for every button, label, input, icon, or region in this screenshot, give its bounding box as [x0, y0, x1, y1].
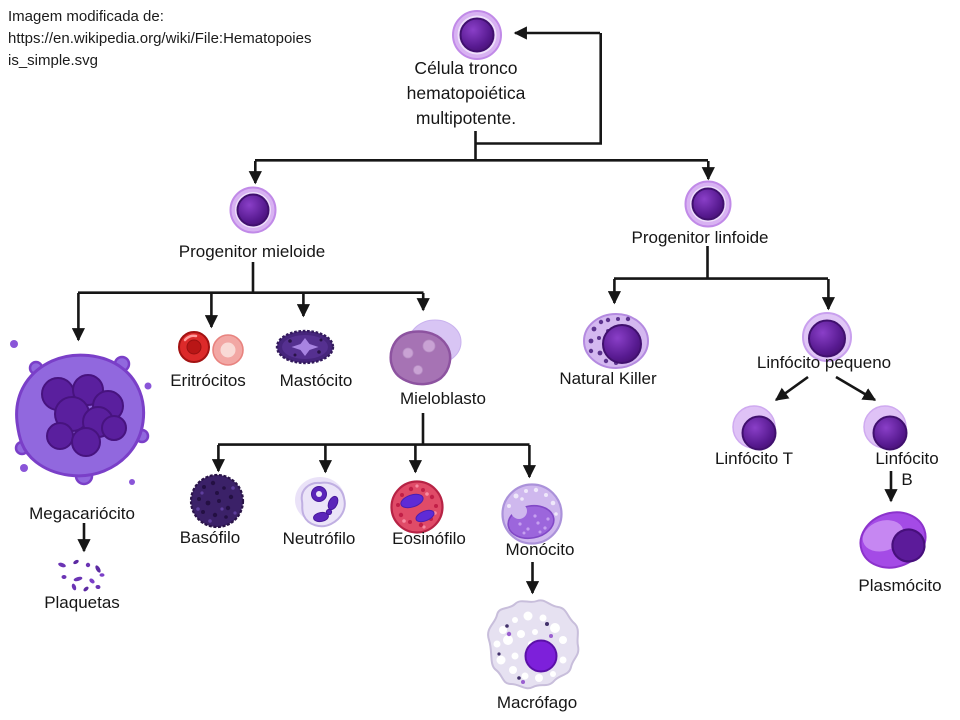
label-natural-killer: Natural Killer	[559, 369, 657, 388]
label-small-lymphocyte: Linfócito pequeno	[756, 353, 892, 372]
self-renewal-loop	[474, 33, 602, 161]
eosinophil-icon	[390, 480, 444, 534]
label-b-lymphocyte: Linfócito B	[875, 449, 939, 489]
myeloid-progenitor-icon	[229, 186, 277, 234]
connector-lines	[71, 26, 898, 595]
label-basophil: Basófilo	[179, 528, 241, 547]
stem-cell-icon	[452, 10, 502, 60]
myeloblast-branch-line	[218, 413, 530, 446]
mast-cell-icon	[275, 329, 335, 365]
megakaryocyte-icon	[10, 340, 152, 486]
erythrocytes-icon	[178, 331, 244, 366]
label-neutrophil: Neutrófilo	[282, 529, 356, 548]
label-mast-cell: Mastócito	[279, 371, 353, 390]
myeloblast-icon	[389, 319, 462, 386]
label-progenitor-lymphoid: Progenitor linfoide	[631, 228, 769, 247]
monocyte-icon	[501, 483, 563, 545]
label-erythrocytes: Eritrócitos	[170, 371, 246, 390]
label-macrophage: Macrófago	[496, 693, 578, 712]
label-platelets: Plaquetas	[44, 593, 120, 612]
macrophage-icon	[487, 599, 580, 690]
basophil-icon	[189, 473, 245, 529]
neutrophil-icon	[295, 477, 346, 528]
arrow-to-b-lymphocyte	[835, 375, 877, 402]
label-stem-cell: Célula tronco hematopoiética multipotent…	[406, 58, 526, 128]
lymphoid-branch-line	[614, 246, 828, 280]
t-lymphocyte-icon	[732, 405, 777, 451]
lymphoid-progenitor-icon	[684, 180, 732, 228]
label-eosinophil: Eosinófilo	[392, 529, 466, 548]
label-megakaryocyte: Megacariócito	[29, 504, 135, 523]
arrow-to-t-lymphocyte	[774, 375, 809, 402]
label-progenitor-myeloid: Progenitor mieloide	[178, 242, 326, 261]
platelets-icon	[58, 559, 105, 592]
b-lymphocyte-icon	[863, 405, 908, 451]
label-monocyte: Monócito	[505, 540, 575, 559]
small-lymphocyte-icon	[802, 312, 852, 362]
plasma-cell-icon	[859, 511, 927, 569]
label-myeloblast: Mieloblasto	[400, 389, 486, 408]
natural-killer-icon	[583, 313, 649, 369]
label-plasma-cell: Plasmócito	[858, 576, 942, 595]
label-t-lymphocyte: Linfócito T	[714, 449, 794, 468]
myeloid-branch-line	[78, 262, 424, 294]
attribution-text: Imagem modificada de: https://en.wikiped…	[8, 8, 312, 69]
